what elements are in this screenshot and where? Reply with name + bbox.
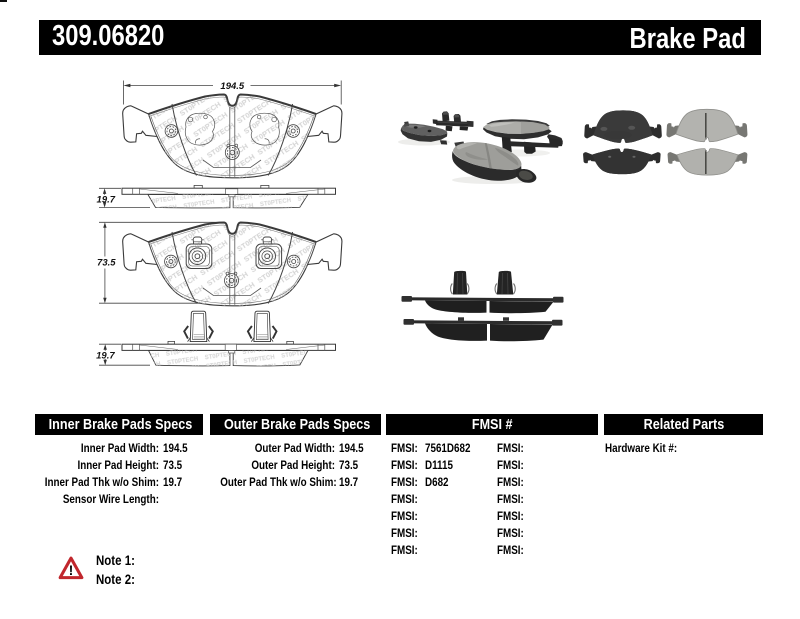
svg-text:!: ! xyxy=(68,563,72,578)
svg-text:19.7: 19.7 xyxy=(96,350,115,361)
svg-text:19.7: 19.7 xyxy=(97,194,116,205)
svg-text:194.5: 194.5 xyxy=(220,81,244,92)
svg-text:73.5: 73.5 xyxy=(97,258,116,269)
